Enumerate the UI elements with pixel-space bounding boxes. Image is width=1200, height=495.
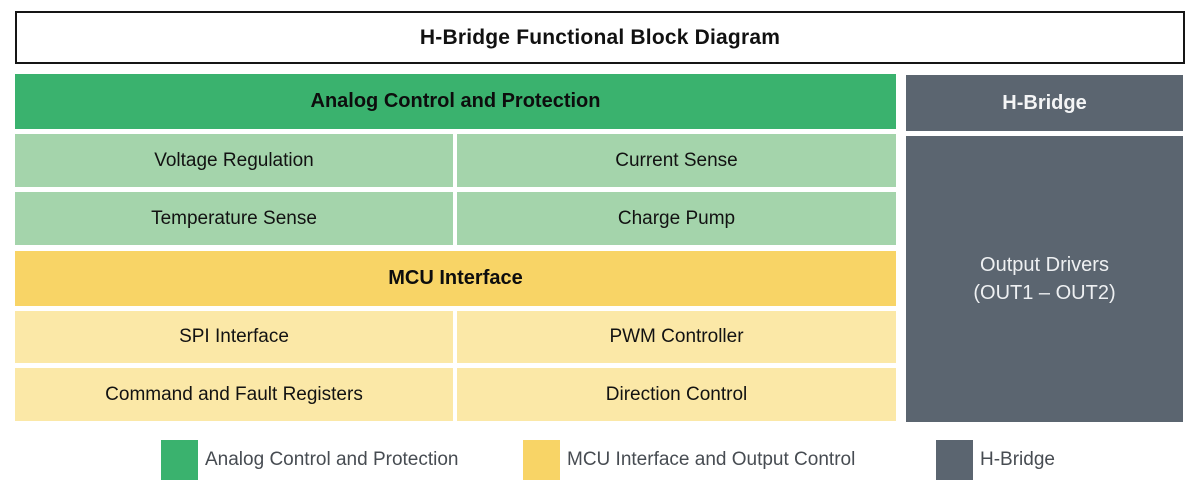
diagram-title: H-Bridge Functional Block Diagram bbox=[419, 25, 781, 49]
legend-label-hbridge: H-Bridge bbox=[980, 449, 1055, 470]
mcu-section-header: MCU Interface bbox=[15, 251, 896, 306]
legend-item-analog: Analog Control and Protection bbox=[161, 440, 459, 480]
output-drivers-line1: Output Drivers bbox=[980, 254, 1109, 276]
output-drivers-line2: (OUT1 – OUT2) bbox=[973, 282, 1116, 304]
legend-swatch-hbridge bbox=[936, 440, 973, 480]
legend-item-mcu: MCU Interface and Output Control bbox=[523, 440, 855, 480]
cell-current-sense: Current Sense bbox=[457, 134, 896, 187]
legend-label-mcu: MCU Interface and Output Control bbox=[567, 449, 856, 470]
cell-voltage-regulation: Voltage Regulation bbox=[15, 134, 453, 187]
hbridge-output-drivers-block: Output Drivers (OUT1 – OUT2) bbox=[906, 136, 1183, 422]
cell-pwm-controller: PWM Controller bbox=[457, 311, 896, 363]
cell-command-and-fault-registers: Command and Fault Registers bbox=[15, 368, 453, 421]
legend-swatch-analog bbox=[161, 440, 198, 480]
cell-temperature-sense: Temperature Sense bbox=[15, 192, 453, 245]
diagram-title-bar: H-Bridge Functional Block Diagram bbox=[15, 11, 1185, 64]
cell-spi-interface: SPI Interface bbox=[15, 311, 453, 363]
legend-label-analog: Analog Control and Protection bbox=[205, 449, 459, 470]
hbridge-section-header: H-Bridge bbox=[906, 75, 1183, 131]
cell-direction-control: Direction Control bbox=[457, 368, 896, 421]
legend-swatch-mcu bbox=[523, 440, 560, 480]
analog-section-header: Analog Control and Protection bbox=[15, 74, 896, 129]
cell-charge-pump: Charge Pump bbox=[457, 192, 896, 245]
legend-item-hbridge: H-Bridge bbox=[936, 440, 1055, 480]
